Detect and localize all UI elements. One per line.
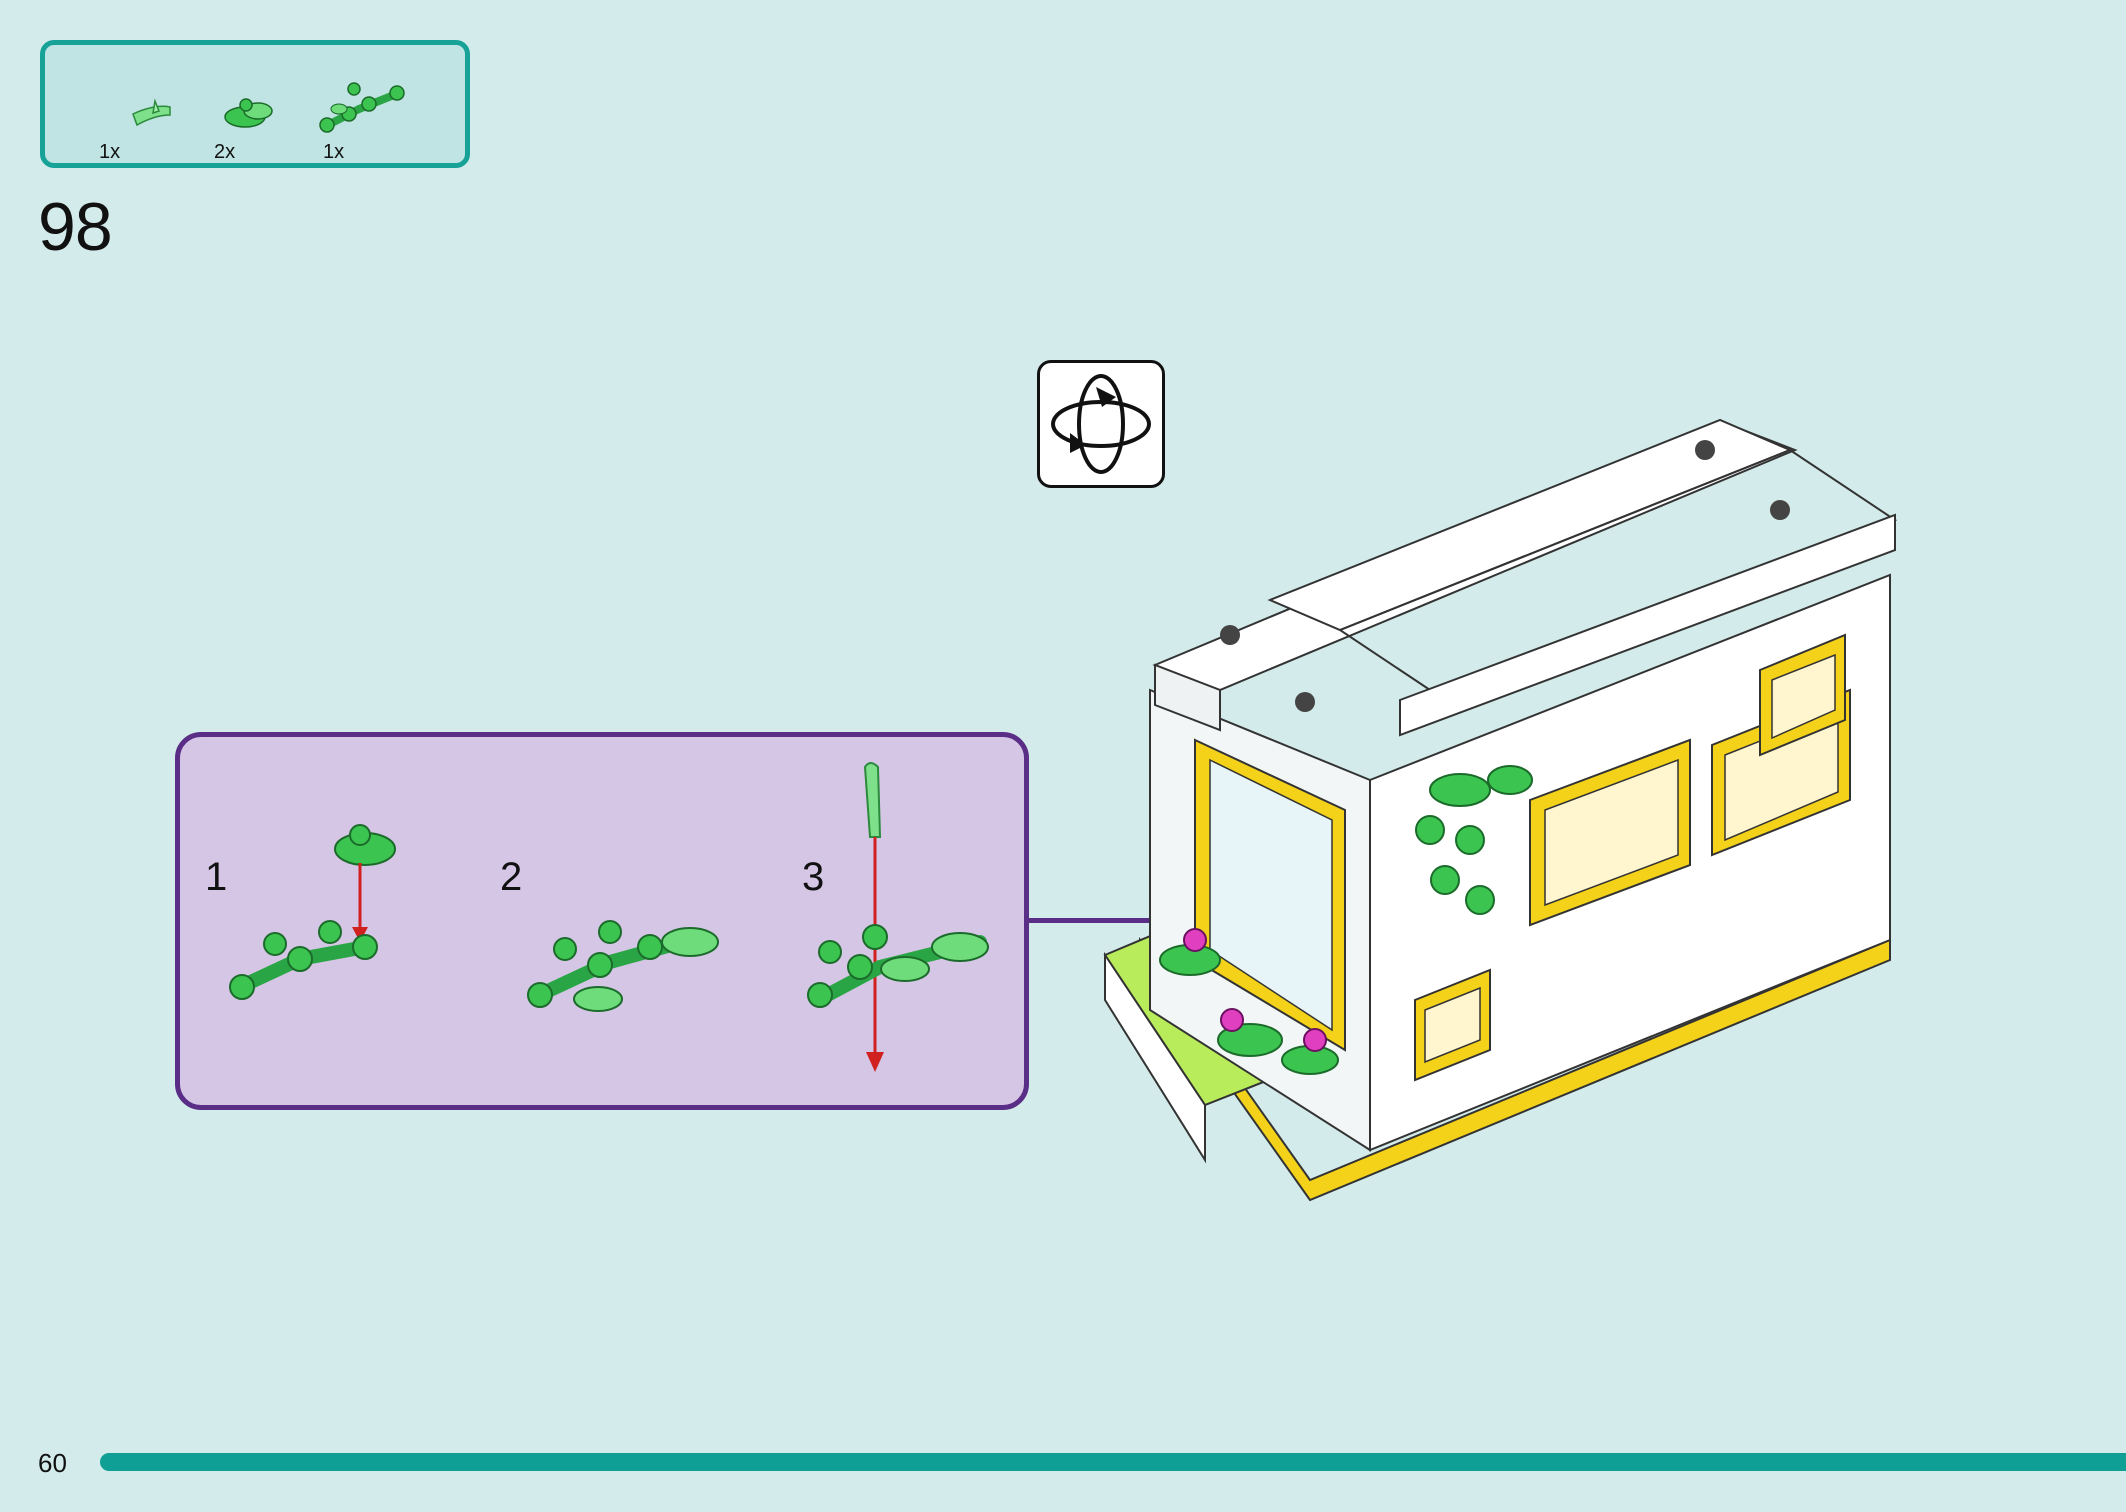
- progress-bar: [100, 1453, 2126, 1471]
- substep-illustrations: [229, 762, 989, 1072]
- substep-1-illustration: [229, 824, 396, 1000]
- branch-piece-icon: [319, 82, 405, 133]
- part-plant-stem: 1x: [85, 59, 195, 163]
- parts-list: 1x 2x 1x: [40, 40, 470, 168]
- substep-3-illustration: [807, 762, 989, 1072]
- rotate-model-icon: [1037, 360, 1165, 488]
- plant-stem-icon: [132, 98, 171, 127]
- substep-number: 2: [500, 855, 523, 899]
- sub-assembly-callout: 1 2 3: [175, 732, 1029, 1110]
- building-model-illustration: [1103, 418, 1898, 1202]
- page-number: 60: [38, 1448, 67, 1478]
- part-branch-piece: 1x: [309, 59, 419, 163]
- substep-number: 1: [205, 855, 228, 899]
- substep-2-illustration: [527, 920, 719, 1012]
- substep-number: 3: [802, 855, 825, 899]
- part-qty: 1x: [99, 141, 121, 163]
- part-qty: 2x: [214, 141, 236, 163]
- leaf-piece-icon: [224, 98, 273, 128]
- part-leaf-piece: 2x: [200, 59, 310, 163]
- step-number: 98: [38, 189, 113, 265]
- rotate-arrows-icon: [1051, 374, 1151, 474]
- part-qty: 1x: [323, 141, 345, 163]
